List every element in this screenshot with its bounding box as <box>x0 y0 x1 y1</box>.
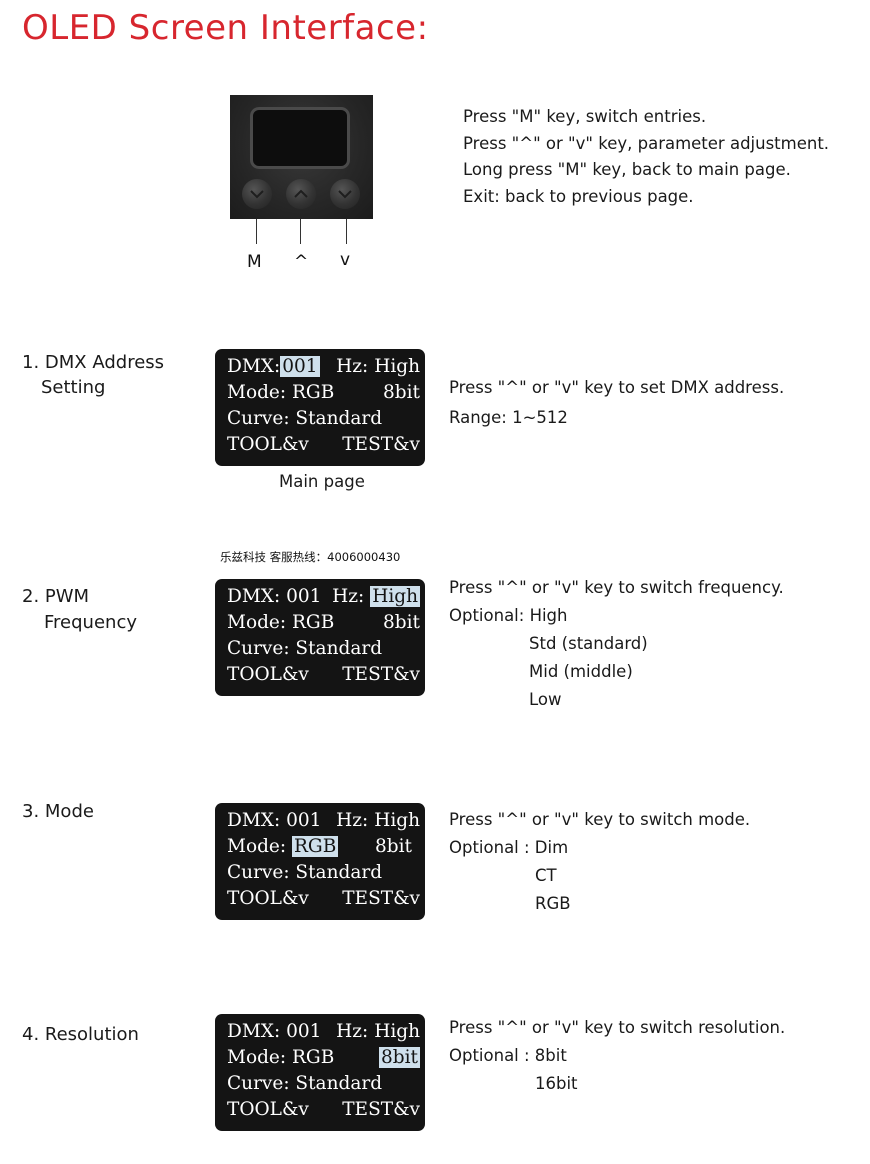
instruction-line: Long press "M" key, back to main page. <box>463 160 791 179</box>
section-4-label: 4. Resolution <box>22 1024 139 1045</box>
down-key-leader-line <box>346 219 347 244</box>
section-4-description: Press "^" or "v" key to switch resolutio… <box>449 1018 786 1093</box>
down-key-button[interactable] <box>330 179 360 209</box>
instruction-line: Press "M" key, switch entries. <box>463 107 707 126</box>
down-key-label: v <box>340 250 351 270</box>
main-page-caption: Main page <box>279 472 365 491</box>
m-key-leader-line <box>256 219 257 244</box>
key-instructions: Press "M" key, switch entries. Press "^"… <box>463 104 829 210</box>
section-1-description: Press "^" or "v" key to set DMX address.… <box>449 378 785 427</box>
page-title: OLED Screen Interface: <box>22 8 429 48</box>
m-key-label: M <box>247 252 262 272</box>
up-key-button[interactable] <box>286 179 316 209</box>
down-arrow-icon <box>338 190 352 199</box>
section-2-label: 2. PWM Frequency <box>22 586 137 633</box>
instruction-line: Exit: back to previous page. <box>463 186 694 206</box>
section-3-description: Press "^" or "v" key to switch mode. Opt… <box>449 810 751 913</box>
up-key-label: ^ <box>294 252 309 272</box>
mode-value-highlight: RGB <box>292 836 339 857</box>
controller-device-image <box>230 95 373 219</box>
device-oled-screen <box>250 107 350 169</box>
up-key-leader-line <box>300 219 301 244</box>
bit-value-highlight: 8bit <box>379 1047 420 1068</box>
section-1-label: 1. DMX Address Setting <box>22 352 165 398</box>
instruction-line: Press "^" or "v" key, parameter adjustme… <box>463 133 830 153</box>
m-key-button[interactable] <box>242 179 272 209</box>
dmx-value-highlight: 001 <box>280 356 320 377</box>
section-3-label: 3. Mode <box>22 801 94 822</box>
m-key-icon <box>250 190 264 199</box>
service-hotline-note: 乐兹科技 客服热线：4006000430 <box>220 550 401 564</box>
up-arrow-icon <box>294 189 308 198</box>
hz-value-highlight: High <box>370 586 420 607</box>
section-2-description: Press "^" or "v" key to switch frequency… <box>449 578 784 709</box>
